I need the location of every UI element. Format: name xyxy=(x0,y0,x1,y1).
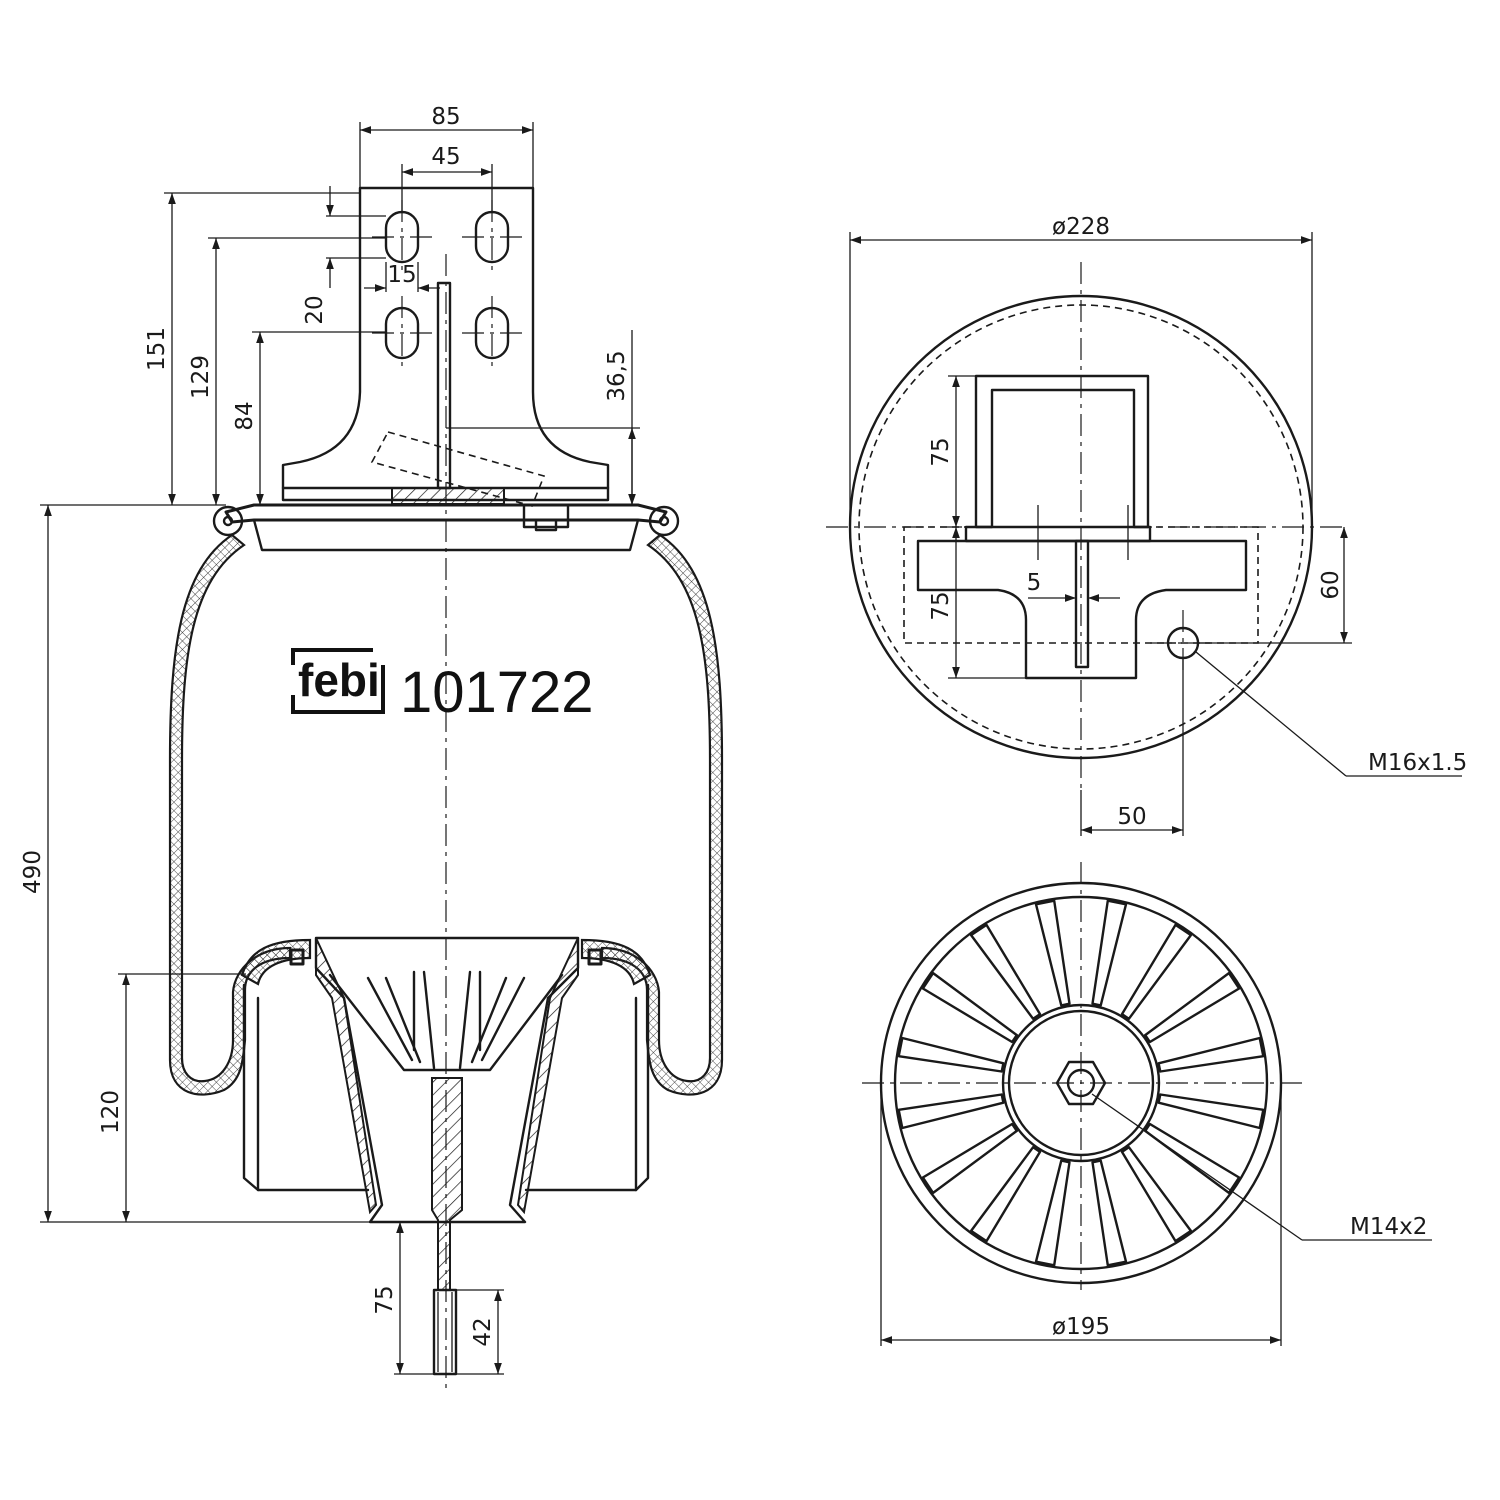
dim-height-top: 151 xyxy=(144,327,170,371)
part-number: 101722 xyxy=(400,660,594,725)
bottom-dimensions: ø195 M14x2 xyxy=(880,1083,1432,1346)
dim-top-diameter: ø228 xyxy=(1052,214,1110,240)
air-port-fitting xyxy=(522,503,570,529)
dim-bottom-diameter: ø195 xyxy=(1052,1314,1110,1340)
dim-port-offset-x: 50 xyxy=(1117,804,1146,830)
febi-logo: febi xyxy=(283,640,393,714)
dim-plate-width: 85 xyxy=(431,104,460,130)
dim-hole-spacing: 45 xyxy=(431,144,460,170)
piston-rib xyxy=(1120,1145,1193,1243)
dim-hole-vertical: 20 xyxy=(302,295,328,324)
dim-bracket-lower: 75 xyxy=(928,591,954,620)
dim-overall-height: 490 xyxy=(20,850,46,894)
dim-stud-length: 75 xyxy=(372,1285,398,1314)
logo-text: febi xyxy=(298,654,380,706)
dim-pin-width: 5 xyxy=(1027,570,1042,596)
piston-rib xyxy=(969,1145,1042,1243)
dim-pin-offset: 36,5 xyxy=(604,350,630,401)
dim-height-hole-upper: 129 xyxy=(188,355,214,399)
piston-rib xyxy=(1143,1122,1241,1195)
side-view: febi 101722 85 45 15 20 xyxy=(20,104,724,1390)
top-bracket xyxy=(974,374,1150,529)
top-guide-pin xyxy=(1074,539,1090,669)
dim-thread-length: 42 xyxy=(470,1317,496,1346)
side-dimensions: 85 45 15 20 151 129 xyxy=(20,104,640,1375)
piston-rib xyxy=(1120,923,1193,1020)
piston-rib xyxy=(921,1122,1018,1195)
dim-bracket-upper: 75 xyxy=(928,437,954,466)
piston-rib xyxy=(897,1036,1005,1073)
dim-piston-height: 120 xyxy=(98,1090,124,1134)
pin-base-section xyxy=(391,487,505,505)
piston-rib xyxy=(1157,1036,1265,1073)
dim-hole-slot: 15 xyxy=(387,262,416,288)
piston-rib xyxy=(1034,899,1071,1007)
top-view: ø228 75 75 5 60 50 M16x1.5 xyxy=(826,214,1467,836)
piston-rib xyxy=(1143,971,1241,1044)
piston-rib xyxy=(1091,1159,1128,1267)
piston xyxy=(242,936,650,1376)
mounting-holes xyxy=(372,200,522,370)
top-dimensions: ø228 75 75 5 60 50 M16x1.5 xyxy=(849,214,1467,836)
piston-rib xyxy=(1091,899,1128,1007)
mounting-bracket xyxy=(281,186,610,502)
callout-stud-thread: M14x2 xyxy=(1350,1214,1427,1240)
dim-height-hole-lower: 84 xyxy=(232,401,258,430)
dim-port-offset-y: 60 xyxy=(1318,570,1344,599)
mounting-stud xyxy=(432,1288,458,1376)
piston-ribs xyxy=(897,899,1265,1267)
callout-port-thread: M16x1.5 xyxy=(1368,750,1467,776)
guide-pin xyxy=(436,281,452,490)
piston-rib xyxy=(1034,1159,1071,1267)
piston-rib xyxy=(969,923,1042,1020)
piston-rib xyxy=(1157,1093,1265,1130)
piston-rib xyxy=(897,1093,1005,1130)
bottom-view: ø195 M14x2 xyxy=(862,862,1432,1346)
piston-rib xyxy=(921,971,1018,1044)
